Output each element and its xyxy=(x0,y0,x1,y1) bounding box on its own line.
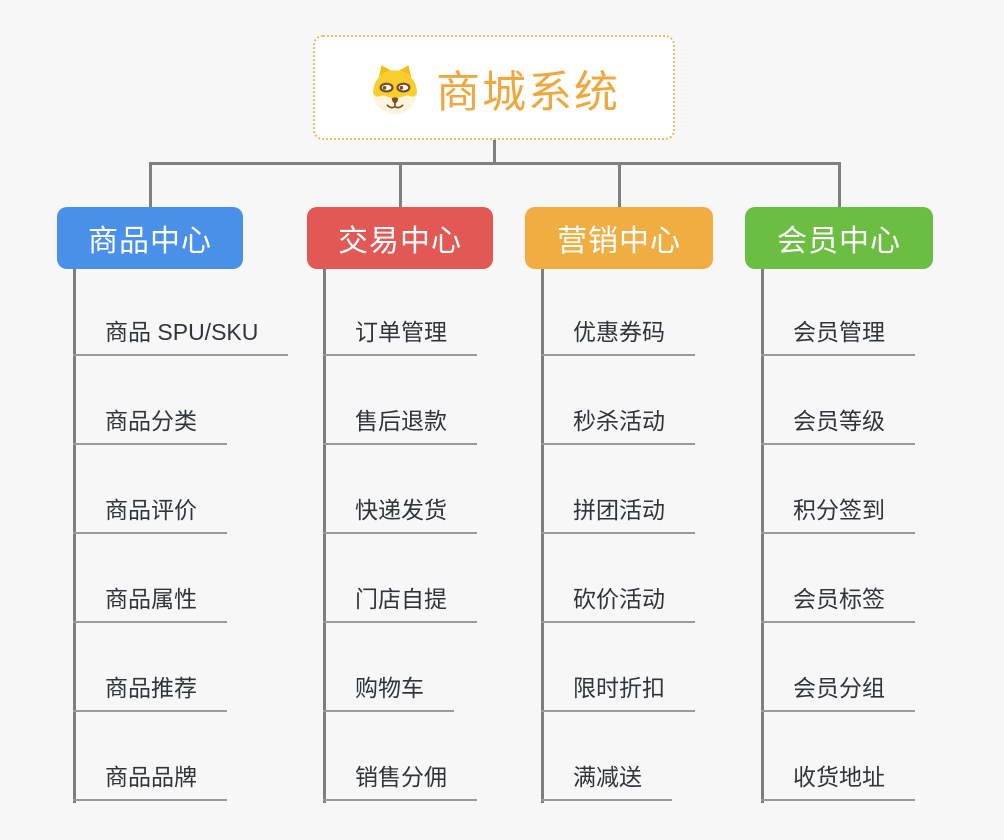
branch-trunk-line xyxy=(761,269,764,803)
branch-trunk-line xyxy=(323,269,326,803)
leaf-node[interactable]: 销售分佣 xyxy=(323,761,477,801)
leaf-node[interactable]: 优惠券码 xyxy=(541,316,695,356)
leaf-node[interactable]: 购物车 xyxy=(323,672,454,712)
leaf-node[interactable]: 砍价活动 xyxy=(541,583,695,623)
branch-trunk-line xyxy=(541,269,544,803)
branch-items-column: 订单管理售后退款快递发货门店自提购物车销售分佣 xyxy=(323,269,477,801)
root-node[interactable]: 商城系统 xyxy=(313,35,675,140)
leaf-node[interactable]: 会员等级 xyxy=(761,405,915,445)
leaf-node[interactable]: 会员标签 xyxy=(761,583,915,623)
branch-node[interactable]: 营销中心 xyxy=(525,207,713,269)
branch-items-column: 优惠券码秒杀活动拼团活动砍价活动限时折扣满减送 xyxy=(541,269,695,801)
branch-items-column: 会员管理会员等级积分签到会员标签会员分组收货地址 xyxy=(761,269,915,801)
leaf-node[interactable]: 秒杀活动 xyxy=(541,405,695,445)
leaf-node[interactable]: 商品分类 xyxy=(73,405,227,445)
branch-label: 商品中心 xyxy=(88,225,212,258)
leaf-node[interactable]: 商品推荐 xyxy=(73,672,227,712)
branch-drop-line xyxy=(617,162,621,207)
leaf-node[interactable]: 限时折扣 xyxy=(541,672,695,712)
branch-label: 营销中心 xyxy=(557,225,681,258)
leaf-node[interactable]: 商品 SPU/SKU xyxy=(73,316,289,356)
leaf-node[interactable]: 积分签到 xyxy=(761,494,915,534)
branch-items-column: 商品 SPU/SKU 商品分类商品评价商品属性商品推荐商品品牌 xyxy=(73,269,289,801)
branch-node[interactable]: 交易中心 xyxy=(307,207,493,269)
leaf-node[interactable]: 订单管理 xyxy=(323,316,477,356)
branch-label: 交易中心 xyxy=(338,225,462,258)
leaf-node[interactable]: 会员分组 xyxy=(761,672,915,712)
root-stem-line xyxy=(492,140,496,165)
leaf-node[interactable]: 收货地址 xyxy=(761,761,915,801)
leaf-node[interactable]: 满减送 xyxy=(541,761,672,801)
leaf-node[interactable]: 门店自提 xyxy=(323,583,477,623)
branch-node[interactable]: 会员中心 xyxy=(745,207,933,269)
branch-label: 会员中心 xyxy=(777,225,901,258)
leaf-node[interactable]: 快递发货 xyxy=(323,494,477,534)
branch-trunk-line xyxy=(73,269,76,803)
leaf-node[interactable]: 售后退款 xyxy=(323,405,477,445)
dog-icon xyxy=(373,64,417,114)
leaf-node[interactable]: 商品属性 xyxy=(73,583,227,623)
branch-node[interactable]: 商品中心 xyxy=(57,207,243,269)
branch-drop-line xyxy=(148,162,152,207)
root-label: 商城系统 xyxy=(436,67,620,117)
leaf-node[interactable]: 商品品牌 xyxy=(73,761,227,801)
leaf-node[interactable]: 会员管理 xyxy=(761,316,915,356)
branch-bus-line xyxy=(148,162,841,165)
branch-drop-line xyxy=(398,162,402,207)
leaf-node[interactable]: 拼团活动 xyxy=(541,494,695,534)
branch-drop-line xyxy=(837,162,841,207)
leaf-node[interactable]: 商品评价 xyxy=(73,494,227,534)
